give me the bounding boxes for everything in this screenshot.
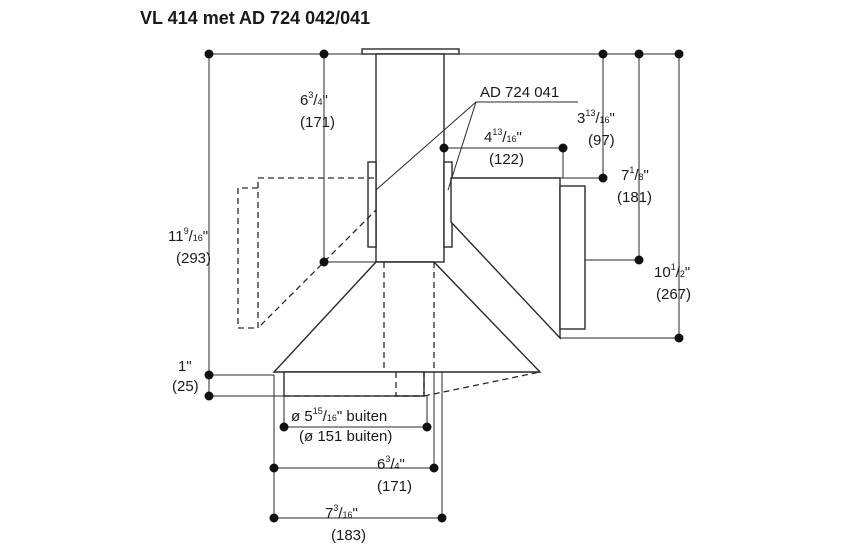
- dim-10-1-2: 101/2": [654, 262, 690, 281]
- dim-97: (97): [588, 132, 615, 149]
- diagram-title: VL 414 met AD 724 042/041: [140, 8, 371, 28]
- left-bracket: [367, 161, 377, 248]
- dim-3-13-16: 313/16": [577, 108, 615, 127]
- chimney-duct: [375, 53, 445, 263]
- dim-7-1-8: 71/8": [621, 165, 649, 184]
- dim-122: (122): [489, 151, 524, 168]
- canopy: [272, 261, 542, 373]
- ceiling-plate: [361, 48, 460, 55]
- dim-lower-6-3-4: 63/4": [377, 454, 405, 473]
- hood-body: [272, 48, 586, 397]
- dim-293: (293): [176, 250, 211, 267]
- side-duct-flange: [559, 185, 586, 330]
- dim-upper-171: (171): [300, 114, 335, 131]
- callout-label: AD 724 041: [480, 84, 559, 101]
- dim-lower-171: (171): [377, 478, 412, 495]
- dim-183: (183): [331, 527, 366, 544]
- dim-diameter-mm: (ø 151 buiten): [299, 428, 392, 445]
- dimension-lines: [208, 53, 680, 519]
- filter-base: [283, 371, 425, 397]
- dim-diameter-inch: ø 515/16" buiten: [291, 406, 387, 425]
- dim-4-13-16: 413/16": [484, 127, 522, 146]
- dim-11-9-16: 119/16": [168, 226, 208, 245]
- dim-7-3-16: 73/16": [325, 503, 358, 522]
- dim-181: (181): [617, 189, 652, 206]
- dim-25: (25): [172, 378, 199, 395]
- dim-267: (267): [656, 286, 691, 303]
- dimension-dots: [204, 49, 684, 523]
- dim-upper-6-3-4: 63/4": [300, 90, 328, 109]
- dashed-alternate-position: [237, 177, 541, 397]
- dim-1-inch: 1": [178, 358, 192, 375]
